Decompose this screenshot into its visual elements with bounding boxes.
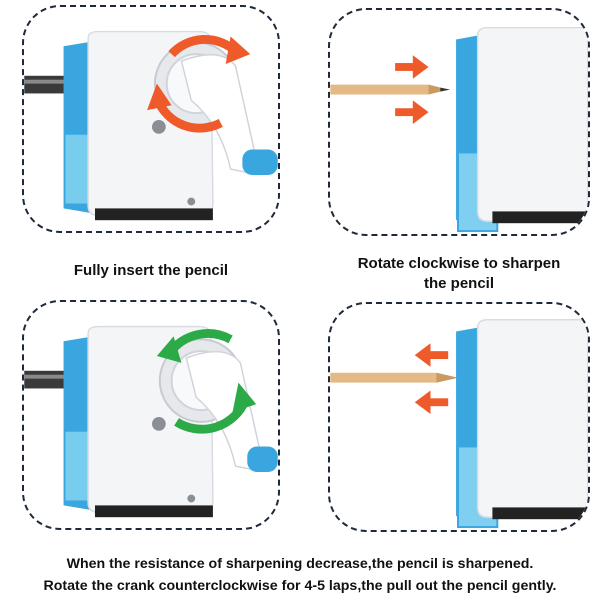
step-panel-insert <box>22 5 280 233</box>
step-panel-rotate-back <box>22 300 280 530</box>
caption-rotate-clockwise: Rotate clockwise to sharpen the pencil <box>318 254 600 294</box>
caption-rotate-line2: the pencil <box>423 275 494 292</box>
sharpener-crank-orange-arrows-icon <box>24 30 278 221</box>
pencil-insert-arrows-icon <box>330 26 588 233</box>
caption-rotate-line1: Rotate clockwise to sharpen <box>357 255 561 272</box>
footer-instruction-line1: When the resistance of sharpening decrea… <box>66 556 534 572</box>
pencil-remove-arrows-icon <box>330 318 588 529</box>
step-panel-sharpen <box>328 8 590 236</box>
footer-instruction-line2: Rotate the crank counterclockwise for 4-… <box>43 578 557 594</box>
step-panel-remove <box>328 302 590 532</box>
sharpener-crank-green-arrows-icon <box>24 325 278 518</box>
caption-fully-insert: Fully insert the pencil <box>73 262 229 279</box>
